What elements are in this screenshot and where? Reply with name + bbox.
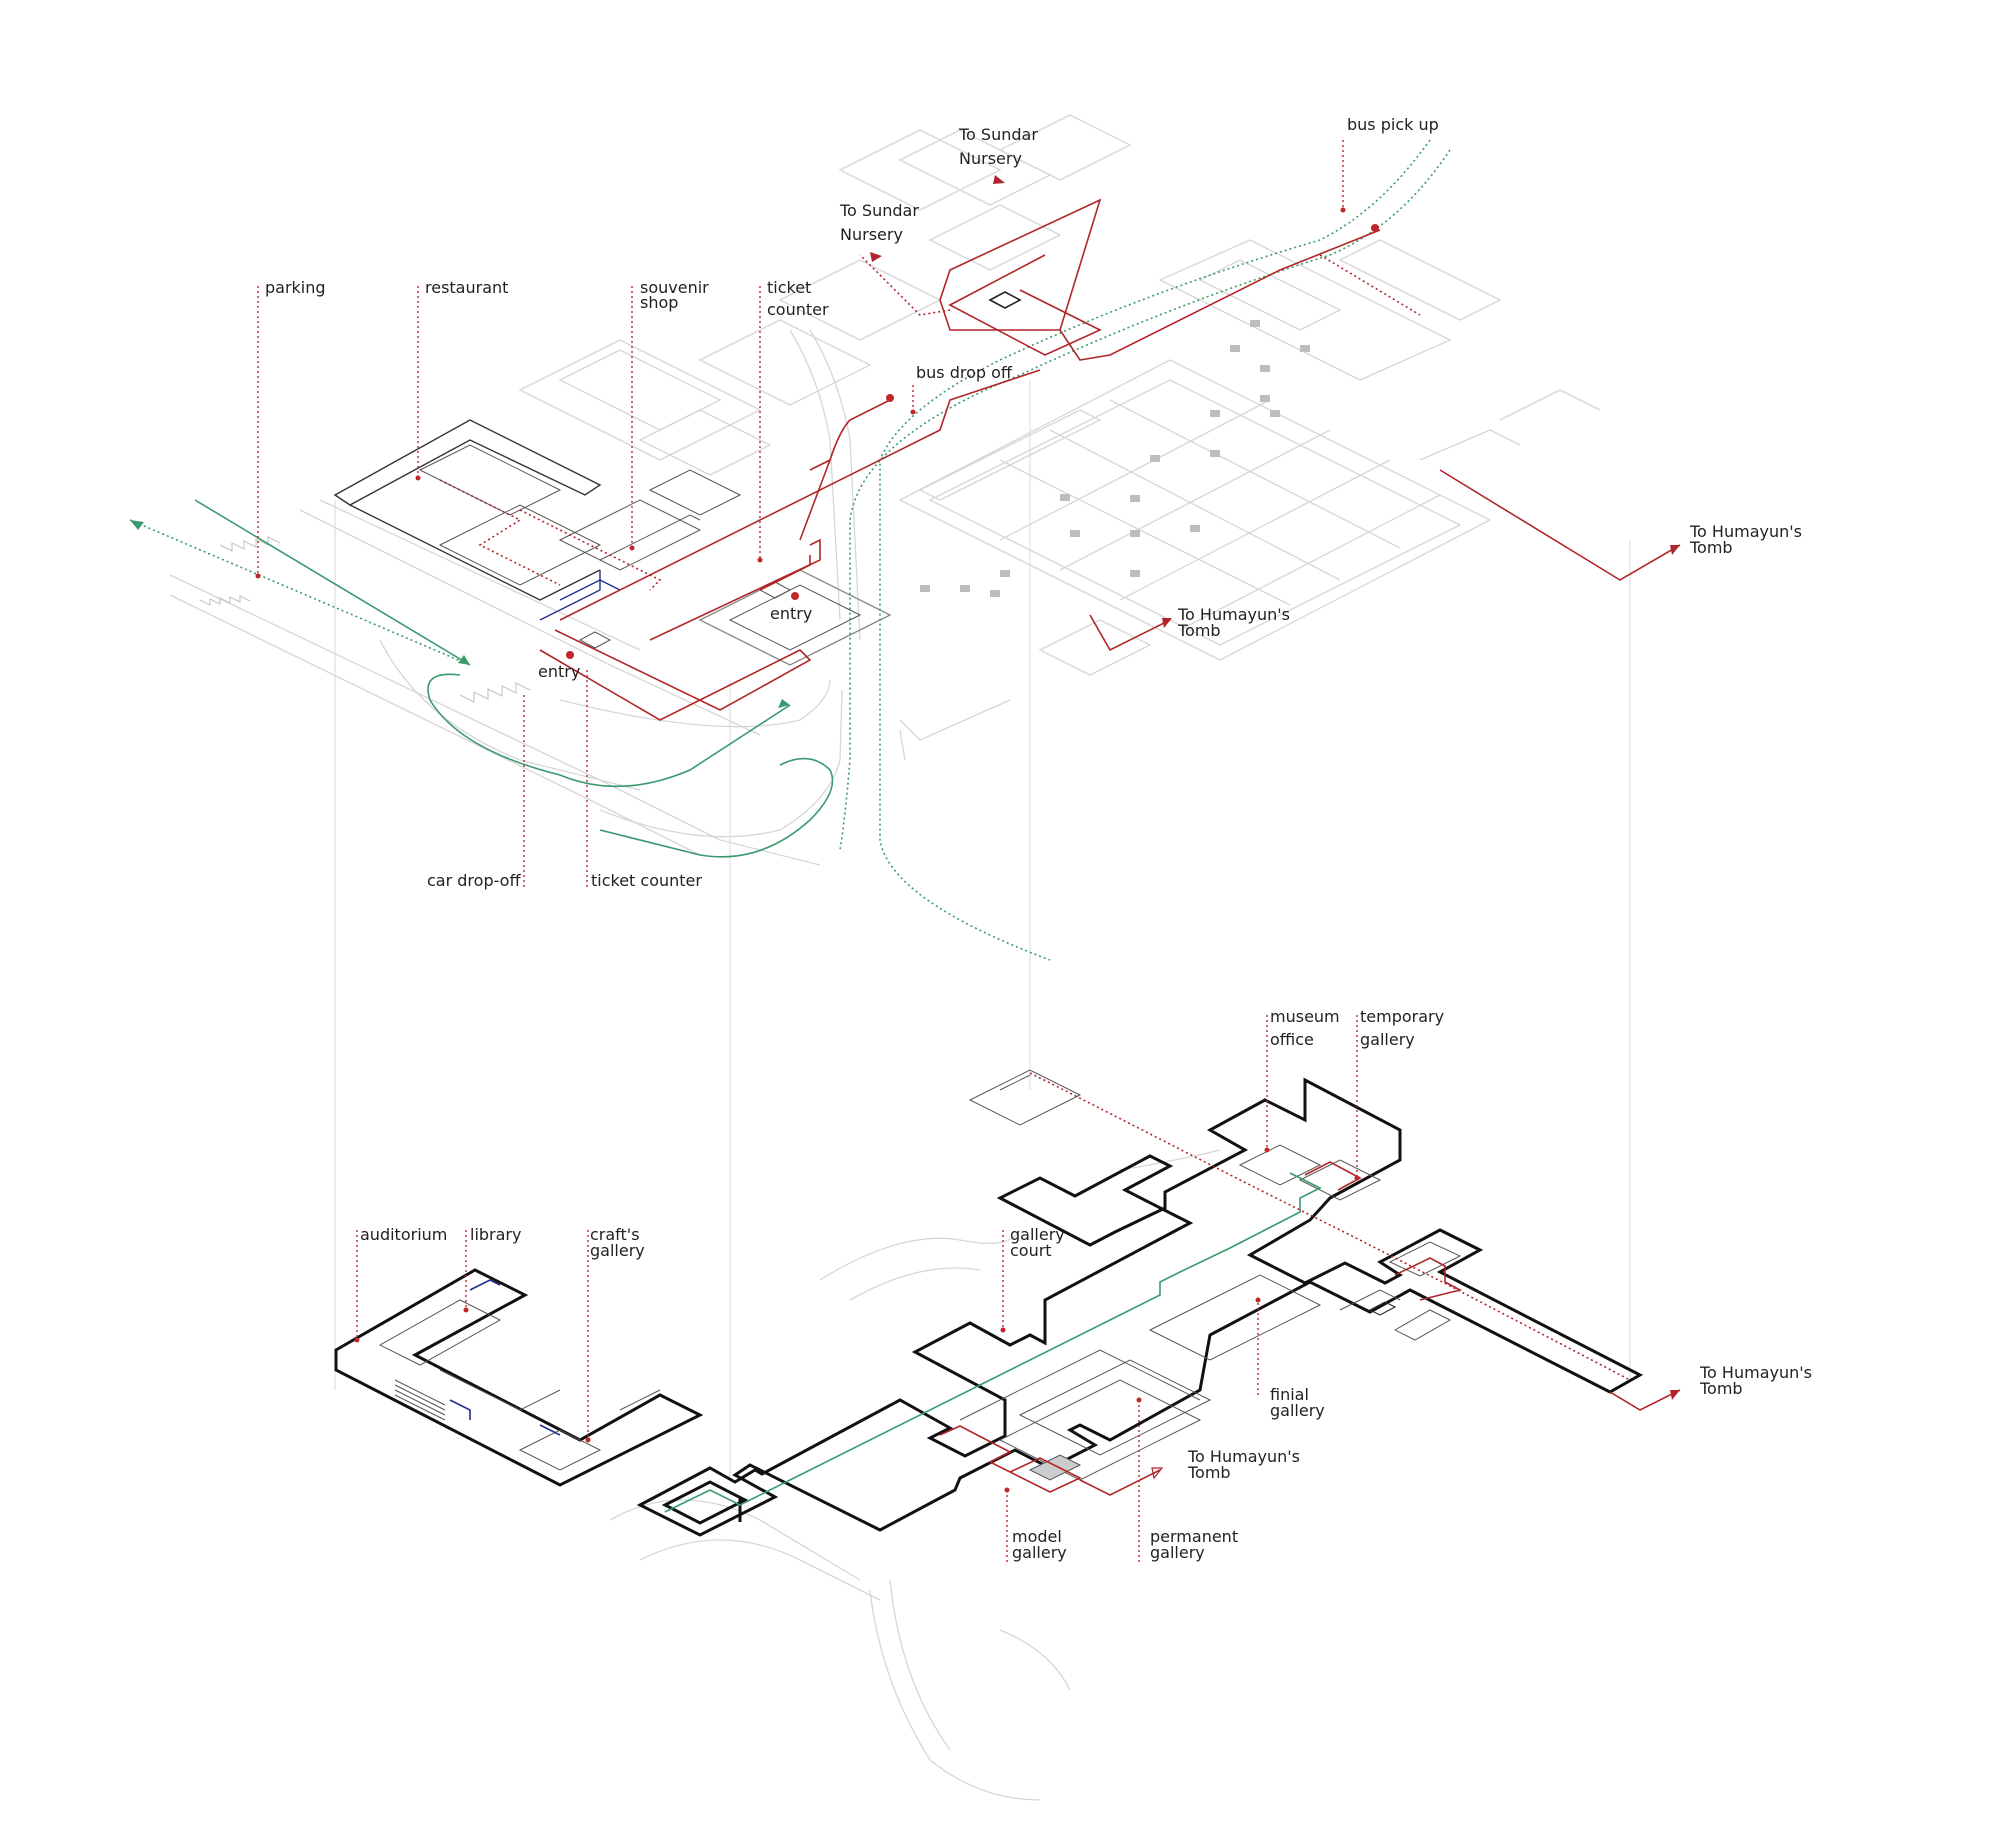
label-to-humayuns-tomb-lower-2b: Tomb [1187,1463,1231,1482]
label-permanent-gallery-2: gallery [1150,1543,1205,1562]
green-car-route [129,519,471,666]
label-entry-left: entry [538,662,580,681]
garden-markers [920,320,1310,597]
label-ticket-counter-bottom: ticket counter [591,871,702,890]
label-to-sundar-nursery-1b: Nursery [959,149,1022,168]
label-ticket-counter-top-2: counter [767,300,829,319]
label-parking: parking [265,278,326,297]
label-restaurant: restaurant [425,278,508,297]
upper-leaders [255,140,1346,890]
lower-routes [664,1072,1681,1513]
label-gallery-court-2: court [1010,1241,1052,1260]
upper-entrance-building [333,291,1022,666]
label-souvenir-shop-2: shop [640,293,678,312]
upper-labels: parking restaurant souvenir shop ticket … [265,115,1802,890]
label-auditorium: auditorium [360,1225,447,1244]
label-model-gallery-2: gallery [1012,1543,1067,1562]
label-finial-gallery-2: gallery [1270,1401,1325,1420]
label-ticket-counter-top-1: ticket [767,278,811,297]
label-finial-gallery-1: finial [1270,1385,1309,1404]
label-permanent-gallery-1: permanent [1150,1527,1238,1546]
green-drop-loop [599,757,834,858]
label-to-humayuns-tomb-lower-1b: Tomb [1699,1379,1743,1398]
red-pedestrian-route [539,649,721,721]
green-loop [427,673,791,788]
label-museum-office-1: museum [1270,1007,1340,1026]
lower-left-wing [334,1268,704,1487]
label-to-humayuns-tomb-upper-2a: To Humayun's [1177,605,1290,624]
label-bus-pick-up: bus pick up [1347,115,1439,134]
label-crafts-gallery-1: craft's [590,1225,640,1244]
label-to-humayuns-tomb-lower-2a: To Humayun's [1187,1447,1300,1466]
lower-museum [636,1069,1644,1537]
lower-leaders [354,1015,1360,1565]
label-to-humayuns-tomb-lower-1a: To Humayun's [1699,1363,1812,1382]
green-bus-route [879,139,1431,961]
label-car-drop-off: car drop-off [427,871,521,890]
label-model-gallery-1: model [1012,1527,1062,1546]
label-to-humayuns-tomb-upper-1a: To Humayun's [1689,522,1802,541]
label-souvenir-shop-1: souvenir [640,278,709,297]
projection-lines [334,380,1631,1480]
green-bus-route-2 [839,149,1451,851]
label-temporary-gallery-2: gallery [1360,1030,1415,1049]
lower-labels: auditorium library craft's gallery museu… [360,1007,1812,1562]
label-library: library [470,1225,521,1244]
label-museum-office-2: office [1270,1030,1314,1049]
label-to-sundar-nursery-2b: Nursery [840,225,903,244]
label-entry-right: entry [770,604,812,623]
label-to-sundar-nursery-1a: To Sundar [958,125,1038,144]
label-crafts-gallery-2: gallery [590,1241,645,1260]
label-to-sundar-nursery-2a: To Sundar [839,201,919,220]
label-temporary-gallery-1: temporary [1360,1007,1444,1026]
label-bus-drop-off: bus drop off [916,363,1013,382]
label-to-humayuns-tomb-upper-2b: Tomb [1177,621,1221,640]
label-to-humayuns-tomb-upper-1b: Tomb [1689,538,1733,557]
upper-routes [129,139,1681,961]
green-car-route-arrow [194,499,471,666]
lower-ground-context [609,1149,1221,1801]
label-gallery-court-1: gallery [1010,1225,1065,1244]
